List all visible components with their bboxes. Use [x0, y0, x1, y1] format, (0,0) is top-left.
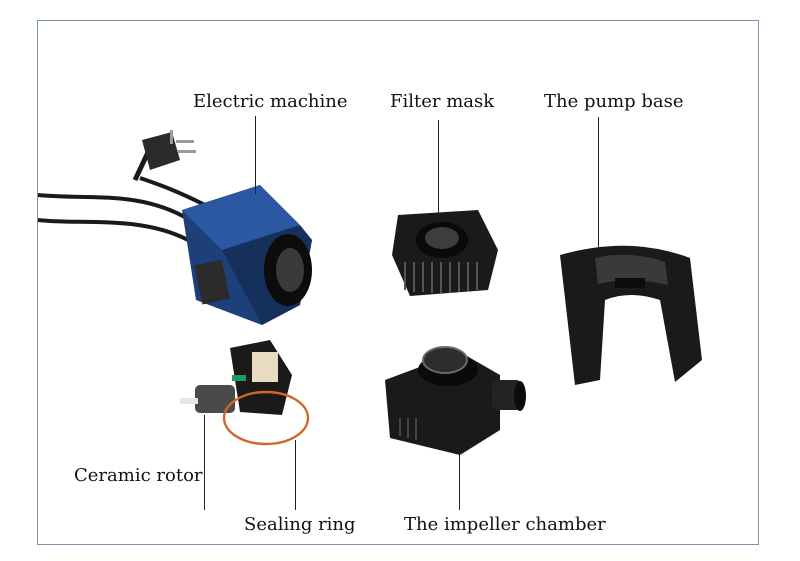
power-plug: [142, 130, 196, 170]
label-impeller-chamber: The impeller chamber: [404, 514, 606, 535]
leader-impeller-chamber: [459, 452, 461, 510]
label-filter-mask: Filter mask: [390, 91, 495, 112]
label-ceramic-rotor: Ceramic rotor: [74, 465, 203, 486]
leader-pump-base: [598, 117, 600, 252]
leader-ceramic-rotor: [204, 415, 206, 510]
pump-base-part: [560, 245, 702, 385]
filter-mask-part: [392, 210, 498, 296]
sealing-ring-part: [222, 390, 310, 446]
label-pump-base: The pump base: [544, 91, 684, 112]
leader-electric-machine: [255, 116, 257, 194]
leader-sealing-ring: [295, 440, 297, 510]
power-cable: [37, 146, 206, 242]
diagram-frame: [37, 20, 759, 545]
ceramic-rotor-part: [180, 340, 292, 415]
label-electric-machine: Electric machine: [193, 91, 348, 112]
leader-filter-mask: [438, 120, 440, 215]
electric-machine-part: [182, 185, 312, 325]
impeller-chamber-part: [385, 346, 526, 455]
label-sealing-ring: Sealing ring: [244, 514, 356, 535]
